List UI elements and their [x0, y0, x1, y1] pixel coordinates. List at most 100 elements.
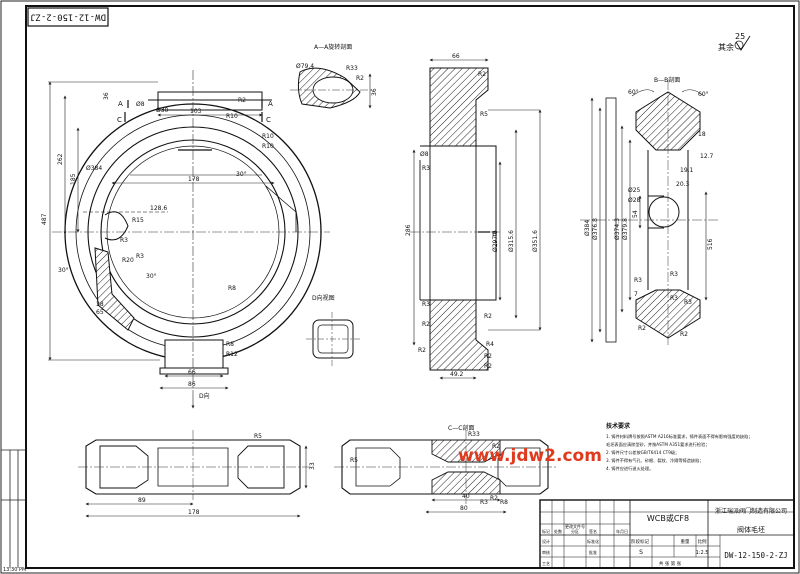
cut-label-c-left: C: [117, 116, 122, 124]
bb-dim-d384: Ø384: [584, 220, 591, 236]
cc-dim-r3: R3: [480, 499, 488, 506]
bb-dim-d28: Ø28: [628, 197, 641, 204]
drawing-number: DW-12-150-2-ZJ: [724, 551, 787, 560]
dim-30deg-a: 30°: [236, 171, 247, 178]
dim-r3-b: R3: [136, 253, 144, 260]
cut-marks-left: [124, 100, 263, 122]
scale-value: 1:2.5: [696, 550, 709, 556]
left-label-2: 工艺: [542, 561, 550, 566]
bb-dim-d379: Ø379.8: [622, 218, 629, 240]
dim-86: 86: [188, 381, 196, 388]
dim-r10-a: R10: [226, 113, 238, 120]
surface-finish-mark: 其余 25: [718, 32, 751, 52]
aa-dim-36: 36: [371, 88, 378, 96]
mid-dim-r2-a: R2: [478, 71, 486, 78]
cut-label-a-right: A: [268, 100, 273, 108]
left-label-4: 批准: [589, 549, 597, 555]
middle-section-view: 66 R2 R5 286 Ø297.5 Ø315.6 Ø351.6 R3 R2 …: [405, 53, 542, 380]
section-bb-title: B—B剖面: [654, 76, 680, 84]
title-block: [539, 499, 795, 569]
notes-line-3: 2. 铸件尺寸公差按GB/T6414 CT9级；: [606, 449, 679, 456]
part-name: 阀体毛坯: [737, 525, 765, 534]
row-label-5: 年月日: [616, 528, 628, 534]
bb-dim-r3-d: R3: [684, 299, 692, 306]
section-aa: A—A旋转剖面 Ø79.4 R33 R2 36: [290, 43, 378, 109]
bl-dim-89: 89: [138, 497, 146, 504]
dim-d30: Ø30: [156, 107, 169, 114]
dim-r8-b: R8: [228, 285, 236, 292]
cc-dim-r2-b: R2: [490, 495, 498, 502]
dim-r12: R12: [226, 351, 238, 358]
cc-dim-r33: R33: [468, 431, 480, 438]
bb-dim-60b: 60°: [698, 91, 709, 98]
footer-time: 13:30 PM: [3, 567, 26, 573]
dim-r2-a: R2: [238, 97, 246, 104]
cc-dim-40: 40: [462, 493, 470, 500]
notes-line-5: 4. 铸件应进行退火处理。: [606, 465, 653, 472]
mid-dim-d315: Ø315.6: [508, 230, 515, 252]
mid-dim-d297: Ø297.5: [492, 230, 499, 252]
mid-dim-r2-e: R2: [422, 321, 430, 328]
mid-dim-286: 286: [405, 224, 412, 236]
row-label-3: 更改文件号: [565, 523, 585, 529]
aa-dim-r2: R2: [356, 75, 364, 82]
bb-dim-r2-a: R2: [638, 325, 646, 332]
drawing-number-top: DW-12-150-2-ZJ: [30, 12, 106, 22]
bb-dim-d376: Ø376.8: [592, 218, 599, 240]
weight-label: 重量: [681, 538, 690, 545]
dimension-lines-left: [48, 81, 275, 409]
section-cc: C—C剖面 R33 R2 R2 R5 80 40 R3 R8: [334, 424, 556, 514]
section-aa-title: A—A旋转剖面: [314, 43, 352, 51]
row-label-2: 分区: [571, 528, 579, 534]
cut-label-a-left: A: [118, 100, 123, 108]
cc-dim-r2-a: R2: [492, 443, 500, 450]
notes-title: 技术要求: [606, 422, 631, 430]
sheet-count: 共 张 第 张: [659, 560, 682, 567]
centerlines-left: [52, 70, 330, 395]
bl-dim-r5: R5: [254, 433, 262, 440]
dim-36: 36: [103, 92, 110, 100]
bottom-left-view: R5 33 89 178: [78, 430, 316, 518]
mid-dim-r2-f: R2: [484, 313, 492, 320]
mid-dim-r3: R3: [422, 301, 430, 308]
cc-dim-r8: R8: [500, 499, 508, 506]
mid-dim-66: 66: [452, 53, 460, 60]
technical-notes: 技术要求 1. 铸件材料牌号按照ASTM A216标准要求，铸件表面不得有影响强…: [606, 422, 752, 472]
dim-66: 66: [188, 369, 196, 376]
watermark: www.jdw2.com: [458, 446, 602, 466]
left-label-3: 标准化: [587, 538, 599, 544]
bb-dim-d25: Ø25: [628, 187, 641, 194]
aa-dim-r33: R33: [346, 65, 358, 72]
title-block-text: WCB或CF8 浙江瑞派阀门制造有限公司 阀体毛坯 DW-12-150-2-ZJ…: [542, 507, 788, 567]
dim-128-6: 128.6: [150, 205, 167, 212]
bb-dim-r3-a: R3: [634, 277, 642, 284]
bl-dim-33: 33: [309, 462, 316, 470]
mid-dim-r3-b: R3: [422, 165, 430, 172]
left-label-0: 设计: [542, 538, 550, 544]
dim-185: 185: [70, 173, 77, 185]
dim-r10-b: R10: [262, 133, 274, 140]
surface-finish-value: 25: [735, 32, 745, 41]
cc-dim-80: 80: [460, 505, 468, 512]
notes-line-1: 1. 铸件材料牌号按照ASTM A216标准要求，铸件表面不得有影响强度的缺陷；: [606, 433, 752, 440]
notes-line-4: 3. 铸件不得有气孔、砂眼、裂纹、冷隔等铸造缺陷；: [606, 457, 703, 464]
dim-r8-a: R8: [226, 341, 234, 348]
bb-dim-r2-b: R2: [680, 331, 688, 338]
dim-178: 178: [188, 176, 200, 183]
dim-30deg-c: 30°: [146, 273, 157, 280]
mid-dim-r2-c: R2: [484, 353, 492, 360]
mid-dim-49: 49.2: [450, 371, 464, 378]
notes-line-2: 毛坯表面应清除型砂，并按ASTM A351要求进行检验；: [606, 441, 709, 448]
bb-dim-r3-c: R3: [670, 295, 678, 302]
mid-dim-d8: Ø8: [420, 151, 429, 158]
view-d-label: D向: [199, 392, 210, 400]
mid-dim-r2-d: R2: [484, 363, 492, 370]
inner-border: [25, 5, 795, 569]
bb-dim-516: 516: [707, 238, 714, 250]
bb-dim-20-3: 20.3: [676, 181, 690, 188]
section-bb: B—B剖面 60° 60° 18 12.7 19.1 20.3 Ø25 Ø28 …: [580, 76, 720, 345]
bb-dim-7: 7: [634, 291, 638, 298]
dim-r10-c: R10: [262, 143, 274, 150]
bb-dim-60a: 60°: [628, 89, 639, 96]
dim-d384: Ø384: [86, 165, 102, 172]
